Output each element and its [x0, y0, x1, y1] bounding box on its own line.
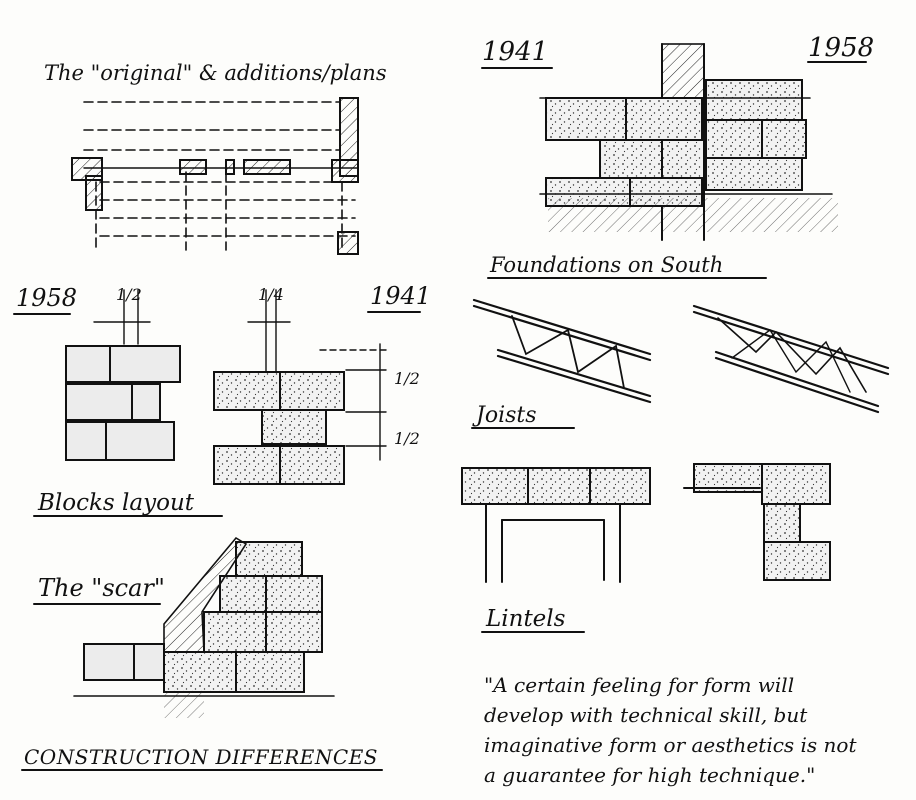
construction-differences-heading: CONSTRUCTION DIFFERENCES — [24, 745, 378, 769]
quote-line-4: a guarantee for high technique." — [484, 763, 815, 787]
blocks-dim-right-top: 1/2 — [394, 369, 420, 388]
blocks-year-right: 1941 — [370, 282, 431, 310]
blocks-label: Blocks layout — [37, 490, 195, 516]
lintels-sketch — [461, 463, 831, 583]
blocks-dim-right-bottom: 1/2 — [394, 429, 420, 448]
joists-label: Joists — [472, 403, 537, 428]
foundation-sketch — [539, 43, 838, 241]
scar-label: The "scar" — [38, 574, 165, 602]
quote-line-1: "A certain feeling for form will — [484, 673, 794, 697]
quote-line-3: imaginative form or aesthetics is not — [484, 733, 857, 757]
plans-label: The "original" & additions/plans — [44, 61, 387, 85]
blocks-year-left: 1958 — [16, 284, 77, 312]
foundation-year-right: 1958 — [808, 33, 874, 63]
lintels-label: Lintels — [485, 606, 566, 632]
scar-sketch — [73, 536, 335, 718]
foundation-label: Foundations on South — [489, 253, 723, 277]
joists-sketch — [472, 298, 890, 414]
blocks-sketch — [65, 289, 387, 485]
blocks-dim-left: 1/2 — [116, 285, 142, 304]
foundation-year-left: 1941 — [482, 37, 548, 67]
plans-sketch — [71, 97, 359, 255]
quote-line-2: develop with technical skill, but — [484, 703, 808, 727]
quote-block: "A certain feeling for form will develop… — [484, 673, 857, 787]
blocks-dim-mid: 1/4 — [258, 285, 284, 304]
